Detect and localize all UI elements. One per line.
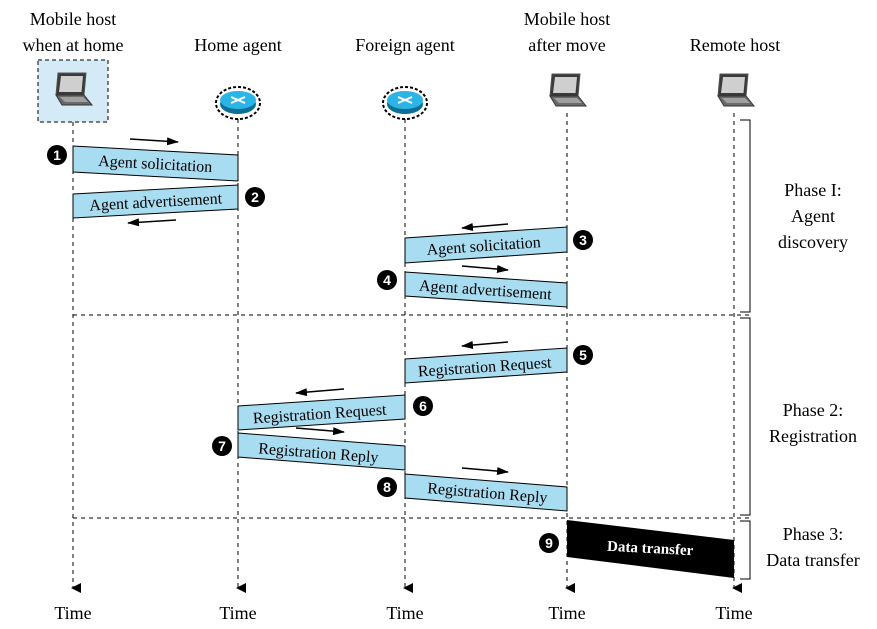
message-9-data-transfer: Data transfer	[567, 520, 734, 578]
message-4-agent-advertisement: Agent advertisement	[404, 265, 568, 308]
svg-text:7: 7	[218, 438, 226, 454]
phase-1-line2: Agent	[791, 206, 835, 226]
message-5-registration-request: Registration Request	[404, 341, 568, 384]
header-home-agent: Home agent	[194, 35, 281, 55]
message-6-registration-request: Registration Request	[237, 388, 406, 431]
phase-2-title: Phase 2:	[783, 400, 844, 420]
svg-text:2: 2	[251, 189, 259, 205]
svg-text:4: 4	[383, 272, 391, 288]
phase-1-line3: discovery	[778, 232, 848, 252]
message-8-registration-reply: Registration Reply	[404, 467, 568, 512]
step-badge-4: 4	[377, 270, 397, 290]
phase-3-line2: Data transfer	[766, 550, 859, 570]
message-9-label: Data transfer	[607, 539, 694, 560]
step-badge-1: 1	[47, 145, 67, 165]
svg-text:6: 6	[419, 398, 427, 414]
phase-3-bracket	[740, 520, 751, 580]
router-icon-foreign-agent	[382, 86, 428, 120]
header-mobile-home-line2: when at home	[23, 35, 124, 55]
time-label-foreign-agent: Time	[386, 603, 423, 623]
router-icon-home-agent	[215, 86, 261, 120]
step-badge-3: 3	[573, 230, 593, 250]
svg-text:1: 1	[53, 147, 61, 163]
step-badge-5: 5	[573, 345, 593, 365]
header-remote-host: Remote host	[690, 35, 781, 55]
phase-1-bracket	[740, 119, 751, 313]
message-1-agent-solicitation: Agent solicitation	[72, 137, 239, 182]
time-label-remote-host: Time	[715, 603, 752, 623]
step-badge-2: 2	[245, 187, 265, 207]
svg-text:5: 5	[579, 347, 587, 363]
phase-2-line2: Registration	[769, 426, 857, 446]
time-label-mobile-after: Time	[548, 603, 585, 623]
step-badge-9: 9	[539, 533, 559, 553]
time-label-home-agent: Time	[219, 603, 256, 623]
laptop-icon-mobile-home	[37, 59, 109, 123]
svg-text:3: 3	[579, 232, 587, 248]
message-7-registration-reply: Registration Reply	[237, 427, 406, 471]
svg-text:8: 8	[383, 479, 391, 495]
header-foreign-agent: Foreign agent	[355, 35, 454, 55]
phase-2-bracket	[740, 317, 751, 516]
message-3-agent-solicitation: Agent solicitation	[404, 223, 568, 264]
step-badge-7: 7	[212, 436, 232, 456]
laptop-icon-remote-host	[717, 73, 755, 107]
header-mobile-after-line1: Mobile host	[524, 9, 611, 29]
message-2-agent-advertisement: Agent advertisement	[72, 184, 239, 227]
phase-1-title: Phase I:	[784, 180, 842, 200]
header-mobile-after-line2: after move	[528, 35, 605, 55]
time-label-mobile-home: Time	[54, 603, 91, 623]
step-badge-8: 8	[377, 477, 397, 497]
svg-text:9: 9	[545, 535, 553, 551]
header-mobile-home-line1: Mobile host	[30, 9, 117, 29]
phase-3-title: Phase 3:	[783, 524, 844, 544]
message-1-label: Agent solicitation	[98, 153, 213, 176]
laptop-icon-mobile-after	[549, 73, 587, 107]
step-badge-6: 6	[413, 396, 433, 416]
